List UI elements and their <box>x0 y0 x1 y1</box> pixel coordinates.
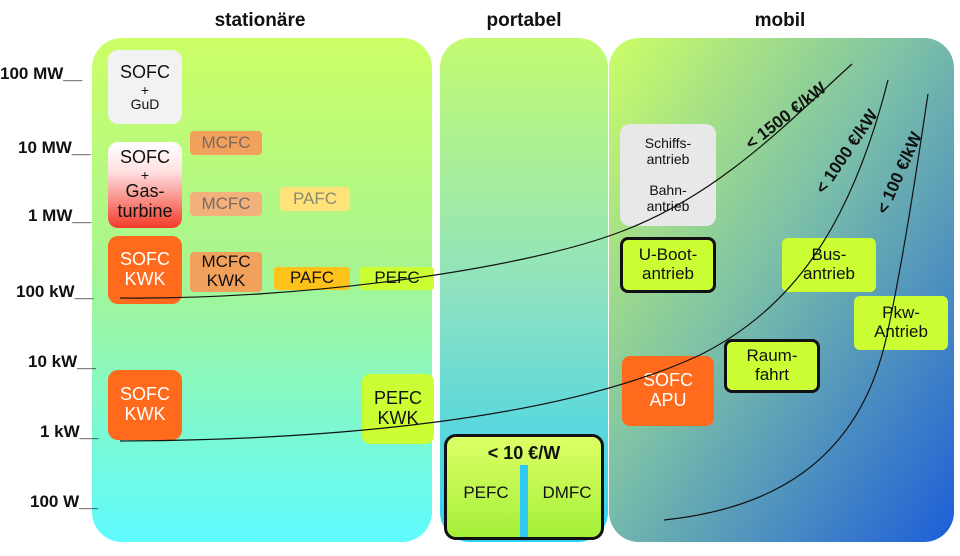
power-level-label: 10 MW <box>18 138 72 157</box>
box-label: + <box>140 81 150 98</box>
sofc-kwk-large-box: SOFC KWK <box>108 236 182 304</box>
curve-100-eur-per-kw <box>663 93 929 521</box>
box-label: Gas- <box>125 181 165 202</box>
box-label: + <box>140 167 150 184</box>
portable-divider <box>520 465 528 537</box>
power-level-1mw: 1 MW__ <box>28 206 92 225</box>
power-level-10mw: 10 MW__ <box>18 138 91 157</box>
box-label: KWK <box>124 404 166 424</box>
sofc-gud-box: SOFC + GuD <box>108 50 182 124</box>
box-label: SOFC <box>119 62 170 83</box>
header-portable: portabel <box>486 10 562 31</box>
sofc-gasturbine-bg <box>108 142 182 228</box>
box-label: PAFC <box>292 188 338 208</box>
box-label: KWK <box>124 269 166 289</box>
ship-drive: Schiffs- antrieb <box>644 135 692 167</box>
rail-drive: Bahn- antrieb <box>646 182 690 214</box>
box-label: GuD <box>130 95 160 112</box>
box-label: SOFC <box>119 147 170 168</box>
portable-cost-box: < 10 €/W PEFC DMFC <box>444 434 604 540</box>
power-level-label: 100 MW <box>0 64 64 83</box>
pafc-top-box: PAFC <box>280 187 350 211</box>
curve-1500-eur-per-kw <box>119 63 853 299</box>
box-label: antrieb <box>646 197 690 214</box>
sofc-kwk-small-box: SOFC KWK <box>108 370 182 440</box>
portable-pefc-label: PEFC <box>463 483 509 502</box>
box-label: MCFC <box>201 193 251 213</box>
region-portable <box>440 38 608 542</box>
box-label: antrieb <box>803 264 855 283</box>
box-label: APU <box>649 390 687 410</box>
box-label: Raum- <box>746 346 798 366</box>
box-label: Schiffs- <box>644 135 692 152</box>
box-label: U-Boot- <box>638 245 698 265</box>
box-label: Antrieb <box>874 322 928 341</box>
power-level-label: 1 kW <box>40 422 80 441</box>
power-level-100w: 100 W__ <box>30 492 99 511</box>
box-label: SOFC <box>642 370 693 391</box>
mcfc-mid-box: MCFC <box>190 192 262 216</box>
sofc-apu-box: SOFC APU <box>622 356 714 426</box>
box-label: turbine <box>117 200 173 221</box>
box-label: Bus- <box>811 245 847 265</box>
box-label: KWK <box>206 271 246 290</box>
header-stationary: stationäre <box>214 10 306 31</box>
portable-dmfc-label: DMFC <box>542 483 592 502</box>
box-label: PEFC <box>373 388 422 409</box>
mcfc-top-box: MCFC <box>190 131 262 155</box>
box-label: Pkw- <box>882 303 920 323</box>
box-label: Bahn- <box>649 182 687 199</box>
pefc-kwk-box: PEFC KWK <box>362 374 434 444</box>
bus-box: Bus- antrieb <box>782 238 876 292</box>
power-level-label: 1 MW <box>28 206 73 225</box>
box-label: KWK <box>377 408 419 428</box>
power-level-100kw: 100 kW__ <box>16 282 94 301</box>
power-level-label: 10 kW <box>28 352 78 371</box>
curve-1000-eur-per-kw <box>119 79 889 442</box>
submarine-box: U-Boot- antrieb <box>620 237 716 293</box>
pafc-mid-box: PAFC <box>274 267 350 290</box>
power-level-label: 100 kW <box>16 282 75 301</box>
box-label: antrieb <box>642 264 694 283</box>
header-mobile: mobil <box>754 10 806 31</box>
sofc-gasturbine-box: SOFC + Gas- turbine <box>108 142 182 228</box>
car-box: Pkw- Antrieb <box>854 296 948 350</box>
box-label: antrieb <box>646 150 690 167</box>
box-label: PAFC <box>289 268 335 288</box>
box-label: MCFC <box>201 252 251 272</box>
box-label: MCFC <box>201 132 251 152</box>
power-level-100mw: 100 MW__ <box>0 64 83 83</box>
box-label: fahrt <box>754 365 790 384</box>
portable-cost-label: < 10 €/W <box>487 443 561 463</box>
mcfc-kwk-box: MCFC KWK <box>190 252 262 292</box>
box-label: SOFC <box>119 384 170 405</box>
power-level-10kw: 10 kW__ <box>28 352 97 371</box>
power-level-label: 100 W <box>30 492 80 511</box>
ship-rail-box: Schiffs- antrieb Bahn- antrieb <box>620 124 716 226</box>
space-box: Raum- fahrt <box>724 339 820 393</box>
box-label: SOFC <box>119 249 170 270</box>
power-level-1kw: 1 kW__ <box>40 422 99 441</box>
